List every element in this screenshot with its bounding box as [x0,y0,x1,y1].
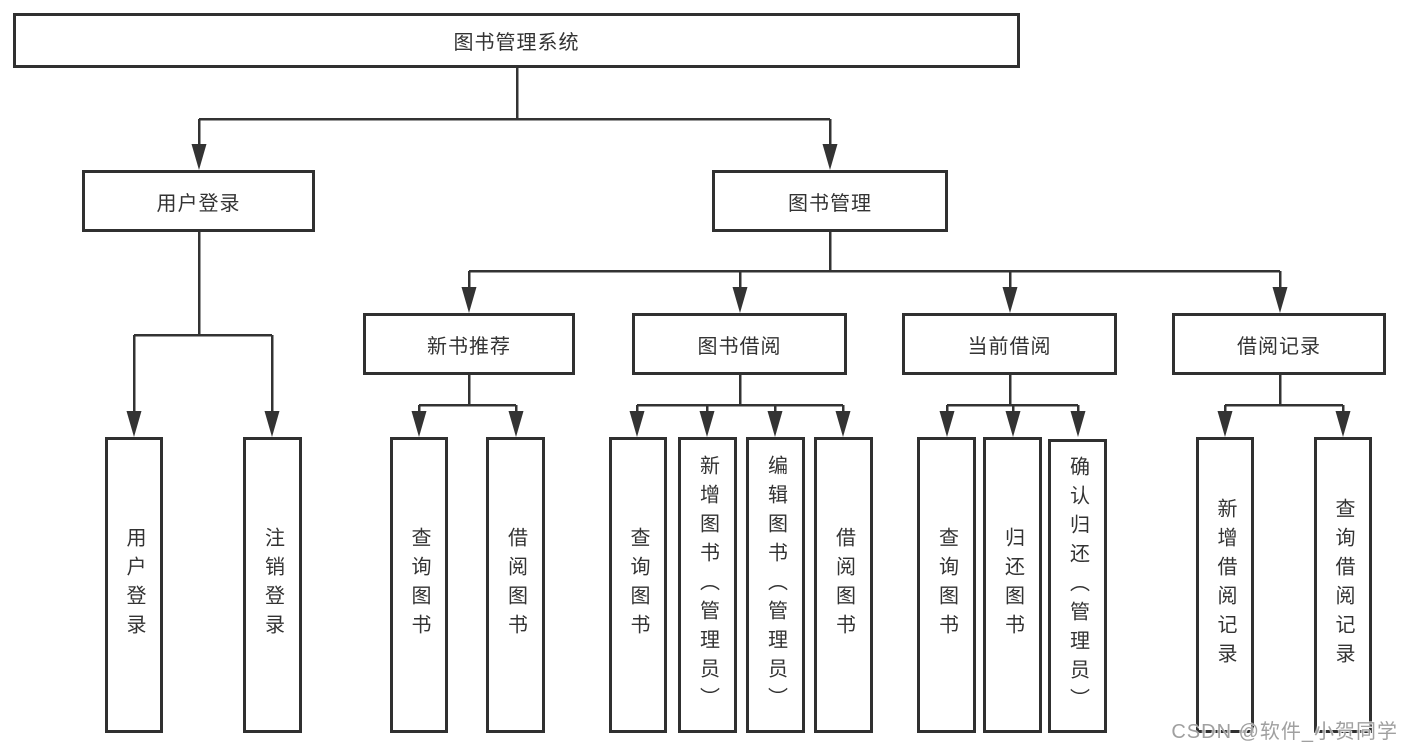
leaf-borrow-books-2: 借阅图书 [814,437,873,733]
node-borrowing-records-label: 借阅记录 [1237,335,1321,358]
arrowheads [126,144,1351,437]
node-new-book-recommendation-label: 新书推荐 [427,335,511,358]
leaf-confirm-return-admin-label: 确认归还（管理员） [1066,455,1089,717]
leaf-confirm-return-admin: 确认归还（管理员） [1048,439,1107,733]
leaf-add-borrow-record-label: 新增借阅记录 [1214,498,1236,672]
leaf-edit-books-admin-label: 编辑图书（管理员） [764,454,787,716]
node-book-borrowing-label: 图书借阅 [697,335,782,358]
node-library-management-system-label: 图书管理系统 [453,32,580,54]
leaf-add-borrow-record: 新增借阅记录 [1196,437,1254,733]
leaf-return-books: 归还图书 [983,437,1042,733]
leaf-query-borrow-record-label: 查询借阅记录 [1332,498,1354,672]
node-new-book-recommendation: 新书推荐 [363,313,575,375]
leaf-logout: 注销登录 [243,437,302,733]
node-book-management-label: 图书管理 [788,192,872,215]
leaf-borrow-books-2-label: 借阅图书 [832,527,855,643]
node-library-management-system: 图书管理系统 [13,13,1020,68]
leaf-add-books-admin: 新增图书（管理员） [678,437,737,733]
node-book-borrowing: 图书借阅 [632,313,847,375]
node-current-borrowing: 当前借阅 [902,313,1117,375]
node-user-login-label: 用户登录 [156,192,241,215]
node-book-management: 图书管理 [712,170,948,232]
node-user-login: 用户登录 [82,170,315,232]
leaf-borrow-books-1: 借阅图书 [486,437,545,733]
csdn-watermark: CSDN @软件_小贺同学 [1171,721,1398,743]
leaf-return-books-label: 归还图书 [1001,527,1024,643]
leaf-query-books-3-label: 查询图书 [935,527,958,643]
leaf-query-books-2: 查询图书 [609,437,667,733]
node-current-borrowing-label: 当前借阅 [967,335,1052,358]
leaf-user-login: 用户登录 [105,437,163,733]
leaf-borrow-books-1-label: 借阅图书 [504,527,527,643]
leaf-query-books-1: 查询图书 [390,437,448,733]
leaf-query-books-3: 查询图书 [917,437,976,733]
leaf-query-books-2-label: 查询图书 [627,527,649,643]
leaf-query-borrow-record: 查询借阅记录 [1314,437,1372,733]
leaf-logout-label: 注销登录 [261,527,284,643]
leaf-add-books-admin-label: 新增图书（管理员） [696,454,719,716]
leaf-query-books-1-label: 查询图书 [408,527,430,643]
leaf-edit-books-admin: 编辑图书（管理员） [746,437,805,733]
node-borrowing-records: 借阅记录 [1172,313,1386,375]
leaf-user-login-label: 用户登录 [123,527,145,643]
